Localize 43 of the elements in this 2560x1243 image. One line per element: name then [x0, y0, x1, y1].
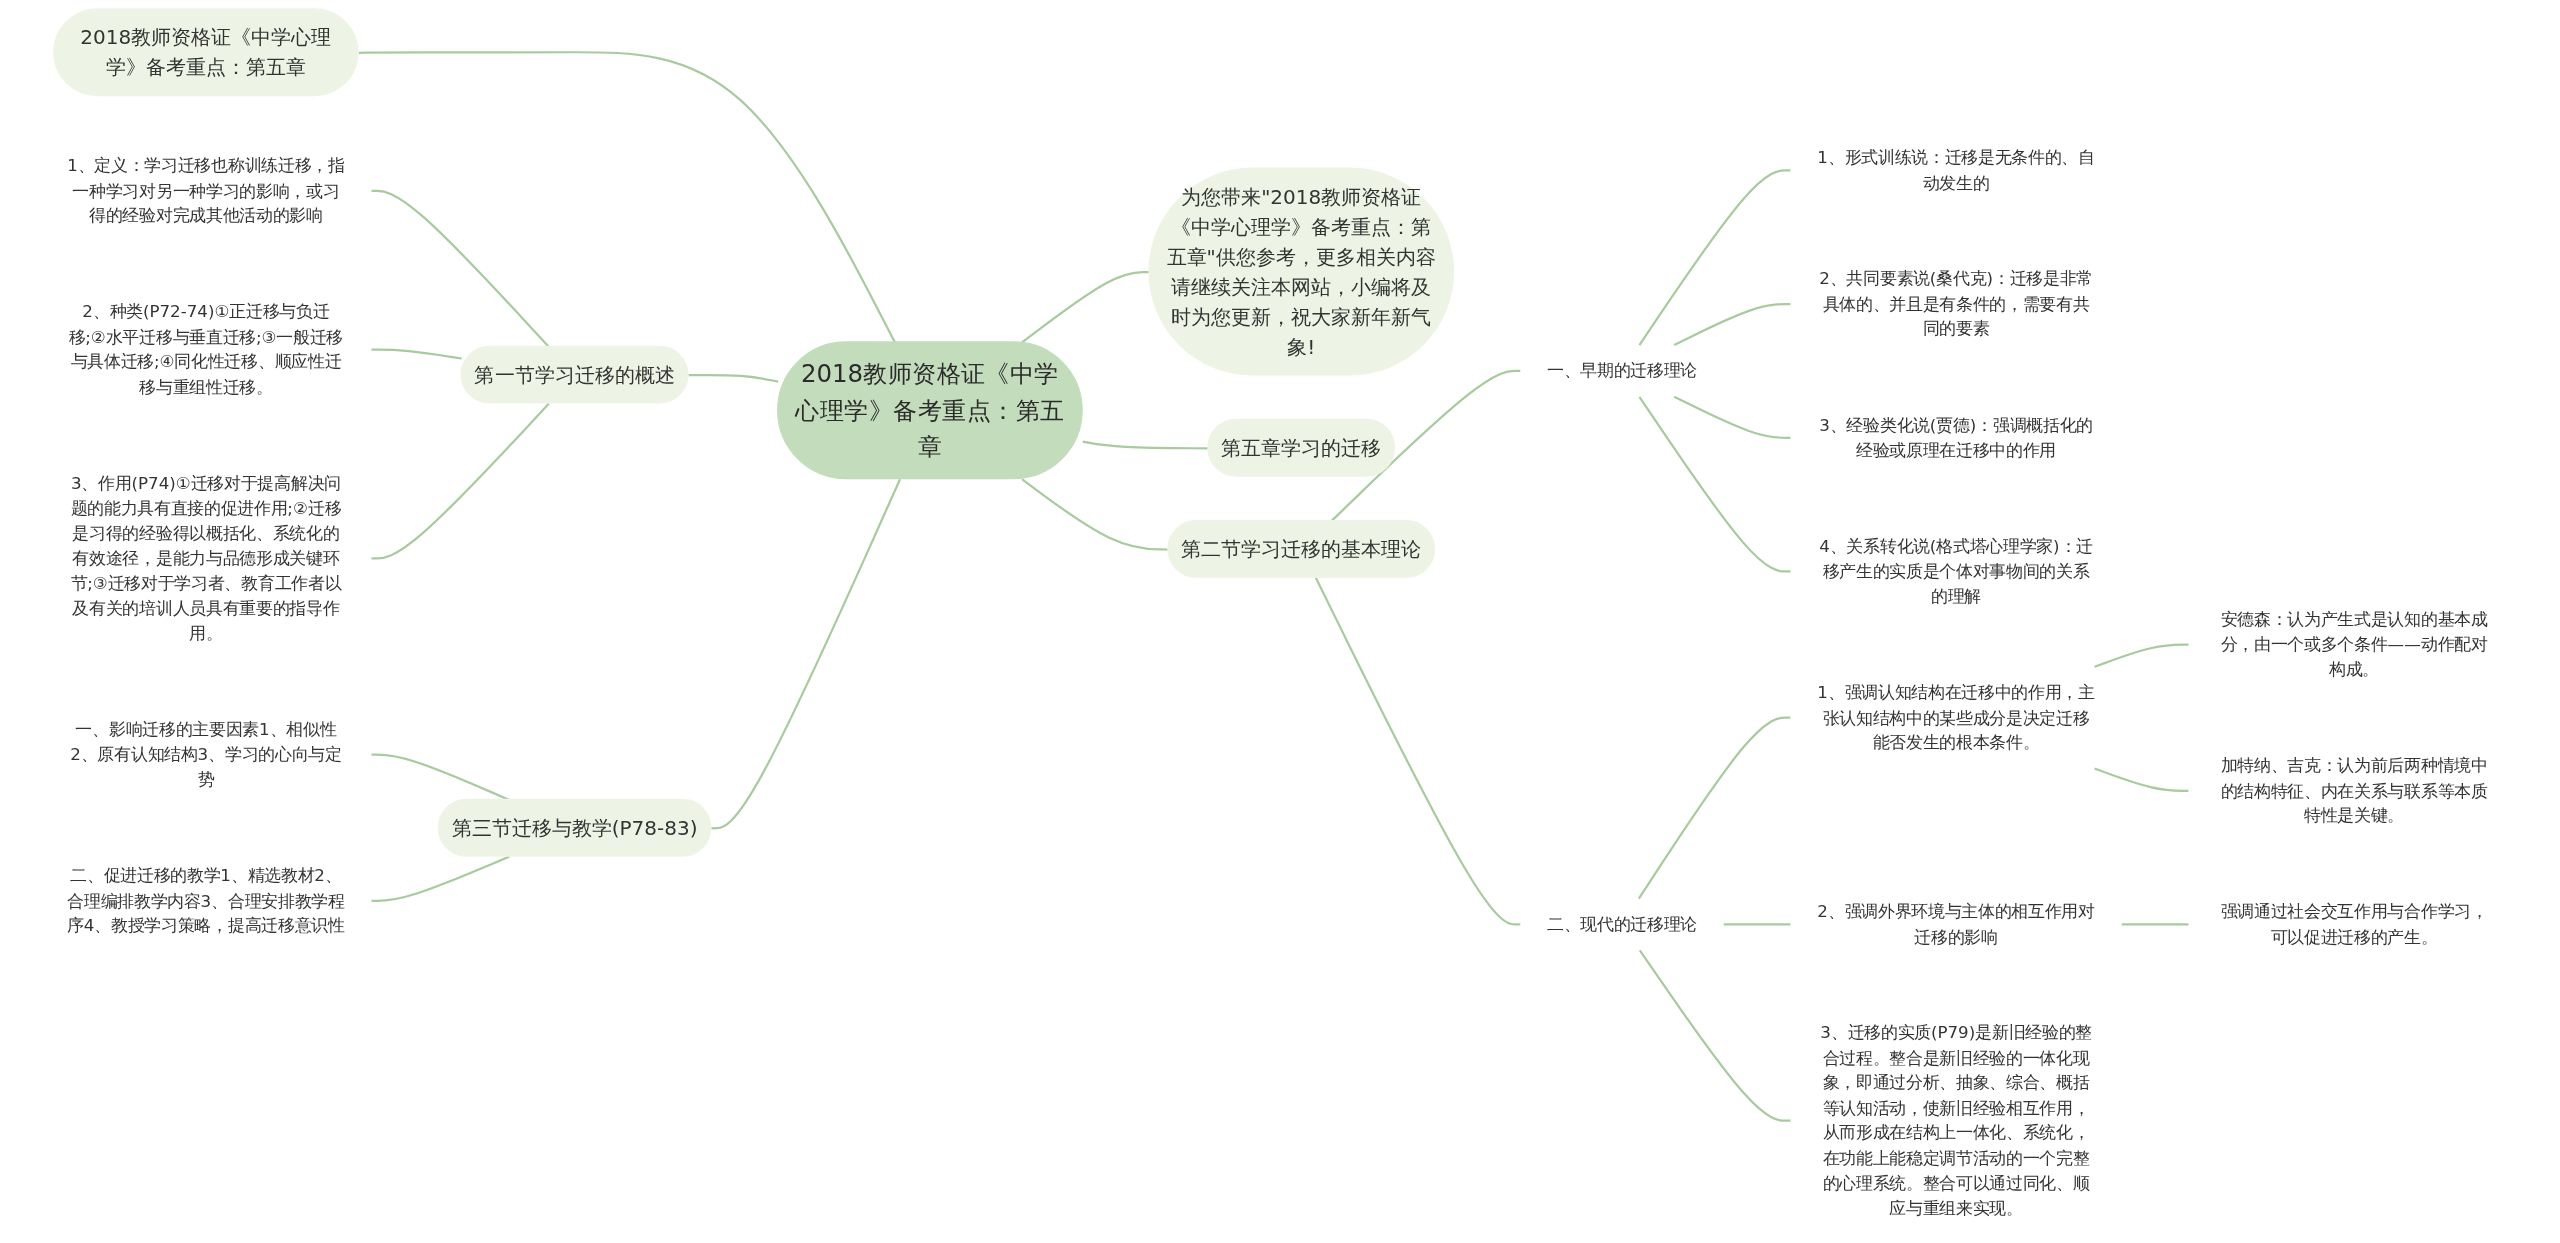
note-text: 强调通过社会交互作用与合作学习，可以促进迁移的产生。 — [2220, 901, 2488, 947]
note-text: 一、影响迁移的主要因素1、相似性2、原有认知结构3、学习的心向与定势 — [70, 719, 342, 790]
connector-line — [1637, 716, 1791, 900]
connector-line — [2121, 923, 2189, 926]
note-text: 1、定义：学习迁移也称训练迁移，指一种学习对另一种学习的影响，或习得的经验对完成其他活动的影响 — [67, 155, 345, 226]
connector-line — [1673, 302, 1791, 347]
connector-line — [371, 402, 550, 560]
topic-node: 第一节学习迁移的概述 — [460, 345, 689, 404]
note-text: 2、种类(P72-74)①正迁移与负迁移;②水平迁移与垂直迁移;③一般迁移与具体迁移;④同化性迁移、顺应性迁移与重组性迁移。 — [68, 301, 344, 397]
connector-line — [1330, 369, 1521, 522]
connector-line — [1638, 396, 1791, 573]
note-text: 二、促进迁移的教学1、精选教材2、合理编排教学内容3、合理安排教学程序4、教授学习策略，提高迁移意识性 — [67, 865, 345, 936]
topic-node: 为您带来"2018教师资格证《中学心理学》备考重点：第五章"供您参考，更多相关内容请继续关注本网站，小编将及时为您更新，祝大家新年新气象! — [1148, 167, 1455, 376]
connector-line — [371, 348, 462, 360]
connector-line — [371, 855, 510, 902]
note-text: 2、强调外界环境与主体的相互作用对迁移的影响 — [1817, 901, 2095, 947]
connector-line — [358, 51, 896, 343]
topic-node: 第五章学习的迁移 — [1207, 418, 1396, 477]
note-text: 1、强调认知结构在迁移中的作用，主张认知结构中的某些成分是决定迁移能否发生的根本条件。 — [1817, 682, 2095, 753]
connector-line — [1314, 577, 1521, 926]
connector-line — [371, 189, 550, 348]
note-text: 3、迁移的实质(P79)是新旧经验的整合过程。整合是新旧经验的一体化现象，即通过分析、抽象、综合、概括等认知活动，使新旧经验相互作用，从而形成在结构上一体化、系统化，在功能上能稳定调节活动的一个完整的心理系统。整合可以通过同化、顺应与重组来实现。 — [1820, 1022, 2092, 1218]
connector-line — [2094, 643, 2189, 668]
note-text: 2、共同要素说(桑代克)：迁移是非常具体的、并且是有条件的，需要有共同的要素 — [1819, 268, 2093, 339]
connector-line — [1638, 169, 1791, 346]
central-topic-node: 2018教师资格证《中学心理学》备考重点：第五章 — [777, 341, 1083, 480]
connector-line — [1673, 395, 1791, 439]
note-text: 二、现代的迁移理论 — [1546, 914, 1698, 935]
note-text: 3、经验类化说(贾德)：强调概括化的经验或原理在迁移中的作用 — [1819, 415, 2093, 460]
connector-line — [1723, 923, 1791, 926]
note-text: 4、关系转化说(格式塔心理学家)：迁移产生的实质是个体对事物间的关系的理解 — [1819, 536, 2093, 607]
note-text: 加特纳、吉克：认为前后两种情境中的结构特征、内在关系与联系等本质特性是关键。 — [2220, 755, 2488, 826]
topic-node: 第三节迁移与教学(P78-83) — [437, 798, 712, 857]
note-text: 一、早期的迁移理论 — [1546, 360, 1698, 381]
topic-node: 第二节学习迁移的基本理论 — [1167, 520, 1436, 578]
connector-line — [1638, 949, 1791, 1122]
topic-node: 2018教师资格证《中学心理学》备考重点：第五章 — [53, 8, 359, 97]
connector-line — [371, 753, 510, 801]
note-text: 安德森：认为产生式是认知的基本成分，由一个或多个条件——动作配对构成。 — [2220, 609, 2488, 680]
note-text: 3、作用(P74)①迁移对于提高解决问题的能力具有直接的促进作用;②迁移是习得的经验得以概括化、系统化的有效途径，是能力与品德形成关键环节;③迁移对于学习者、教育工作者以及有关的培训人员具有重要的指导作用。 — [70, 473, 342, 644]
connector-line — [711, 478, 902, 830]
note-text: 1、形式训练说：迁移是无条件的、自动发生的 — [1817, 147, 2095, 193]
connector-line — [2094, 767, 2189, 792]
